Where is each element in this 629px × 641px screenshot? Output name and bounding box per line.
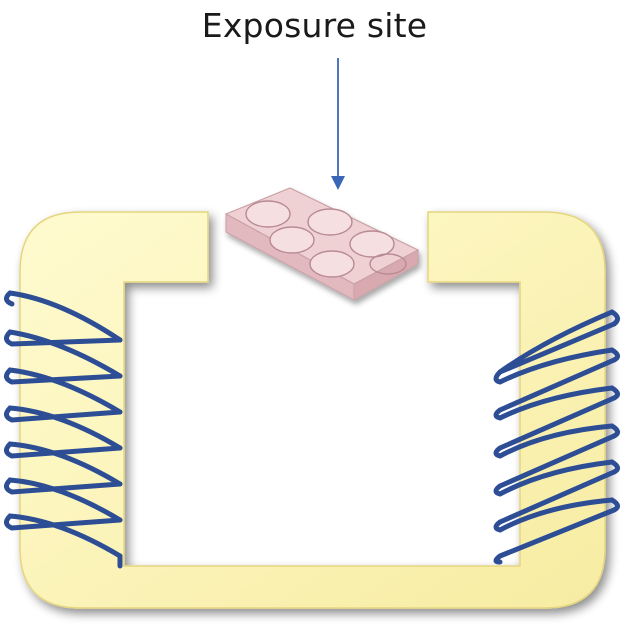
- left-coil: [4, 290, 123, 569]
- right-coil: [493, 309, 620, 565]
- six-well-plate: [224, 187, 420, 301]
- exposure-site-label: Exposure site: [201, 6, 428, 45]
- plate-wells: [245, 200, 407, 278]
- magnetic-core: [19, 211, 606, 609]
- arrow-down-icon: [331, 58, 345, 190]
